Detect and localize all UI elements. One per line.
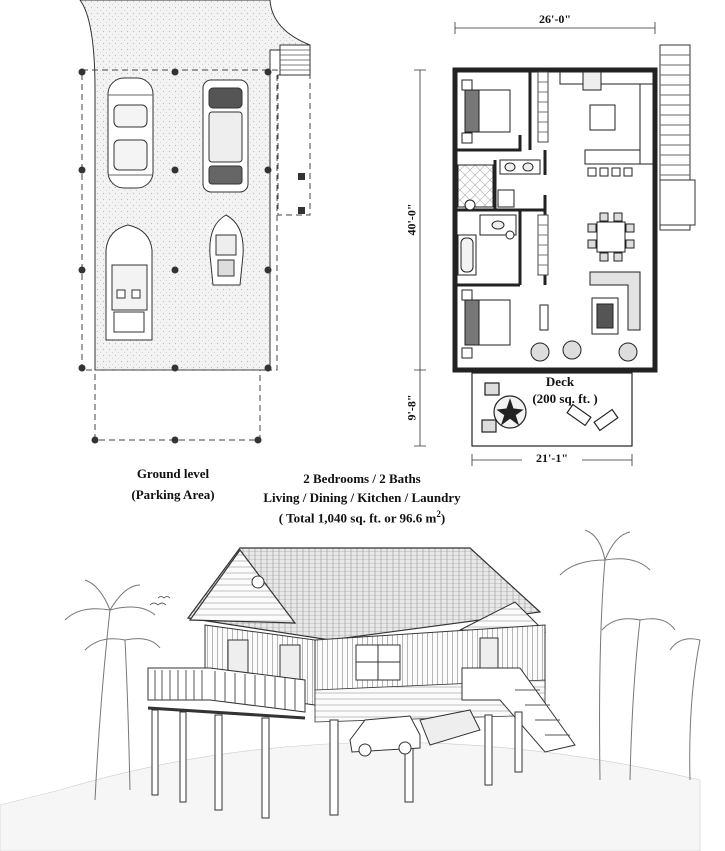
dimension-deck-width: 21'-1" bbox=[522, 451, 582, 466]
gable-vent bbox=[251, 575, 265, 589]
upper-floor-plan bbox=[414, 22, 696, 466]
summary-rooms: 2 Bedrooms / 2 Baths bbox=[303, 471, 421, 486]
deck-outline-dashed bbox=[94, 369, 261, 441]
closets bbox=[537, 71, 549, 276]
house-perspective bbox=[0, 529, 701, 851]
dimension-depth: 40'-0" bbox=[404, 203, 419, 236]
car-sedan bbox=[107, 77, 154, 189]
living-room bbox=[530, 271, 641, 362]
deck bbox=[471, 372, 633, 447]
deck-label: Deck bbox=[545, 374, 575, 389]
pilings bbox=[78, 68, 305, 444]
boat-small bbox=[209, 214, 244, 286]
summary-spaces: Living / Dining / Kitchen / Laundry bbox=[263, 490, 461, 505]
ground-level-title: Ground level bbox=[136, 466, 210, 481]
summary-total-suffix: ) bbox=[440, 510, 446, 526]
dining-table bbox=[587, 212, 635, 262]
parked-vehicles bbox=[349, 709, 481, 757]
ground-level-subtitle: (Parking Area) bbox=[131, 487, 215, 502]
ground-ellipse bbox=[0, 742, 701, 851]
ground-level-plan bbox=[78, 0, 311, 444]
dimension-deck-depth: 9'-8" bbox=[404, 394, 419, 421]
ground-stair bbox=[279, 44, 311, 76]
house-pilings bbox=[151, 709, 523, 819]
birds bbox=[149, 596, 171, 606]
summary-total-area: ( Total 1,040 sq. ft. or 96.6 m2) bbox=[232, 509, 492, 526]
stair-outline-dashed bbox=[277, 74, 311, 216]
palm-trees bbox=[64, 529, 701, 801]
dimension-lines bbox=[414, 22, 656, 466]
left-deck bbox=[147, 667, 306, 720]
kitchen bbox=[559, 71, 654, 177]
boat-large bbox=[105, 224, 153, 341]
right-stair bbox=[461, 667, 576, 753]
summary-total-prefix: ( Total 1,040 sq. ft. or 96.6 m bbox=[278, 510, 437, 526]
exterior-stair bbox=[659, 44, 696, 231]
deck-area: (200 sq. ft. ) bbox=[532, 391, 598, 406]
bedroom-1-bed bbox=[461, 79, 511, 144]
dimension-top-width: 26'-0" bbox=[539, 12, 571, 26]
gable bbox=[188, 548, 297, 624]
bath-2 bbox=[457, 214, 517, 276]
bedroom-2-bed bbox=[461, 289, 511, 359]
car-suv bbox=[202, 79, 249, 193]
bath-1 bbox=[457, 159, 541, 211]
summary-total-sup: 2 bbox=[436, 509, 441, 519]
